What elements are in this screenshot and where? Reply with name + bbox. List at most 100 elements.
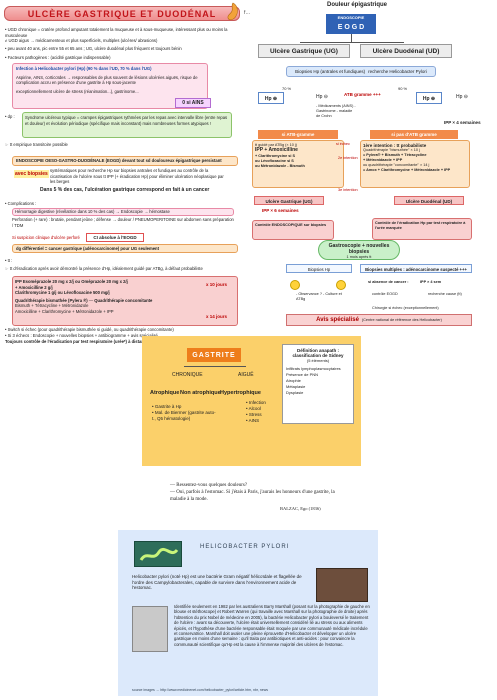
flow-second: 2e intention xyxy=(338,156,358,160)
gastrite-items-left: • Gastrite à Hp • Mal. de Biermer (gastr… xyxy=(152,404,216,421)
tt-amox: + Amoxicilline 2 g/j xyxy=(15,284,53,290)
hp-source: source images → http://www.medicinenet.c… xyxy=(132,688,268,692)
gastrite-atrophique: Atrophique xyxy=(150,390,180,396)
tt-empirique: ☞ tt empirique transitoire possible xyxy=(5,142,68,147)
flow-third: 3e intention xyxy=(338,188,358,192)
gastrite-chronique: CHRONIQUE xyxy=(172,372,203,378)
hp-paragraph1: Helicobacter pylori (noté Hp) est une ba… xyxy=(132,574,302,591)
gastrite-title: GASTRITE xyxy=(187,348,241,362)
tt-quad-label: Quadrithérapie bismuthée (Pylera ®) xyxy=(15,297,88,303)
endoscopie-box: ENDOSCOPIE OESO-GASTRO-DUODÉNALE (EOGD) … xyxy=(12,156,238,166)
tt-duration-10: x 10 jours xyxy=(206,282,228,287)
age-line: • peu avant 40 ans, pic entre 55 et 65 a… xyxy=(5,46,182,51)
sydney-item: Dysplasie xyxy=(286,390,304,395)
tt-ipp: IPP Esoméprazole 20 mg x 2/j ou Oméprazo… xyxy=(15,279,128,284)
flow-recherche-cause: recherche cause (tt) xyxy=(428,292,462,296)
flow-guided: tt guidé par ATBg (× 10 j) xyxy=(255,143,298,147)
flow-medicaments: - Médicaments (AINS) - Gastrinome - mala… xyxy=(316,104,356,118)
flow-atbg: ATB gramme +++ xyxy=(344,92,381,97)
flow-mois: 1 mois après tt xyxy=(346,255,372,259)
ugd-definition: • UGD chronique = cratère profond amputa… xyxy=(5,27,228,38)
flow-hp-minus-right: Hp ⊖ xyxy=(456,94,468,100)
flow-gastro-text: Gastroscopie + nouvelles biopsies xyxy=(328,243,390,255)
flow-amox-clari: = Amox + Clarithromycine + Métronidazole… xyxy=(363,168,451,172)
stomach-icon xyxy=(226,2,240,22)
tt-title: • tt : xyxy=(5,258,13,263)
flow-pylera: = Pylera® + Bismuth + Tétracycline xyxy=(363,153,427,157)
ci-eogd-badge: CI absolue à l'EOGD xyxy=(86,233,144,242)
tt-bismuth: Bismuth + Tétracycline + Métronidazole xyxy=(15,303,89,309)
sydney-title: Définition anapath : classification de S… xyxy=(292,348,344,358)
flow-adenocarcinome: Biopsies multiples : adénocarcinome susp… xyxy=(360,264,472,273)
hp-title: HELICOBACTER PYLORI xyxy=(200,544,290,550)
flow-ug: Ulcère Gastrique (UG) xyxy=(258,44,350,58)
flow-si-pas-atbg: si pas d'ATB gramme xyxy=(370,130,458,139)
flow-connector xyxy=(351,34,352,42)
flow-douleur: Douleur épigastrique xyxy=(326,2,387,8)
flow-chirurgie: Chirurgie si échec (exceptionnellement) xyxy=(372,306,439,310)
flow-pct90: 90 % xyxy=(398,86,408,91)
flow-echec: si échec xyxy=(336,142,350,146)
factor-exception: exceptionnellement ulcère de stress (réa… xyxy=(16,88,139,94)
factor-hp: Infection à Helicobacter pylori (Hp) (90… xyxy=(16,66,152,71)
factors-box: Infection à Helicobacter pylori (Hp) (90… xyxy=(12,63,208,109)
flow-probabiliste-box: 1ère intention : tt probabiliste Quadrit… xyxy=(360,140,470,188)
flow-hp-plus-right: Hp ⊕ xyxy=(416,92,442,104)
factors-title: • Facteurs pathogènes : (acidité gastriq… xyxy=(5,55,111,60)
flow-ipp-amox: IPP + Amoxicilline xyxy=(255,147,298,153)
tt-switch: • Switch si échec (pour quadrithérapie b… xyxy=(5,327,174,332)
flow-quad-bismuth: Quadrithérapie "bismuthée" × 10 j xyxy=(363,148,420,152)
gastrite-non-atrophique: Non atrophique xyxy=(180,390,221,396)
flow-pct70: 70 % xyxy=(282,86,292,91)
flow-ctrl-ug: Contrôle ENDOSCOPIQUE sur biopsies xyxy=(252,220,334,240)
flow-or-concomitante: ou quadrithérapie "concomitante" × 14 j xyxy=(363,163,430,167)
gastrite-hypertrophique: Hypertrophique xyxy=(220,390,261,396)
flow-ug-box: Ulcère Gastrique (UG) xyxy=(254,196,324,205)
sydney-item: Métaplasie xyxy=(286,384,306,389)
factor-aspirin: Aspirine, AINS, corticoïdes → responsabl… xyxy=(16,74,198,86)
flow-biopsies-hp: Biopsies Hp xyxy=(286,264,352,273)
sydney-item: Atrophie xyxy=(286,378,301,383)
flow-biopsies-label: Biopsies Hp (antrales et fundiques) xyxy=(295,69,366,74)
flow-observance: - Observance ? - Culture et ATBg xyxy=(296,292,342,301)
flow-gastroscopie: Gastroscopie + nouvelles biopsies 1 mois… xyxy=(318,240,400,260)
balzac-author: BALZAC, Ego (1836) xyxy=(280,506,321,511)
marshall-warren-photo xyxy=(316,568,368,602)
tt-si3: • Si 3 échecs : Endoscopie + nouvelles b… xyxy=(5,333,158,338)
no-ains-badge: 0 si AINS xyxy=(175,98,211,108)
cancer-line: Dans 5 % des cas, l'ulcération gastrique… xyxy=(40,187,210,193)
marshall-photo xyxy=(132,606,168,652)
sydney-sub: (5 éléments) xyxy=(306,358,330,363)
complications-title: • Complications : xyxy=(5,201,37,206)
flow-ipp-x4: IPP × 4 sem xyxy=(420,280,442,284)
flow-clari: + Clarithromycine si S xyxy=(255,153,295,158)
flow-ipp6: IPP × 6 semaines xyxy=(262,208,299,213)
flow-ud-box: Ulcère Duodénal (UD) xyxy=(394,196,464,205)
flow-recherche-label: recherche Helicobacter Pylori xyxy=(368,69,427,74)
tt-control: Toujours contrôle de l'éradication par t… xyxy=(5,339,185,344)
flow-ud: Ulcère Duodénal (UD) xyxy=(360,44,452,58)
dp-label: • dp : xyxy=(5,114,15,119)
comp-stenose: Si suspicion clinique d'ulcère perforé xyxy=(12,235,80,240)
flow-connector xyxy=(300,42,404,43)
flow-avis-sub: (Centre national de référence des Helico… xyxy=(361,317,442,322)
balzac-quote: — Ressentez-vous quelques douleurs? — Ou… xyxy=(170,483,335,502)
page-title: ULCÈRE GASTRIQUE ET DUODÉNAL xyxy=(4,6,240,21)
flow-controle-eogd: contrôle EOGD xyxy=(372,292,398,296)
flow-levo: ou Lévofloxacine si S xyxy=(255,158,294,163)
biopsies-label: avec biopsies xyxy=(14,170,49,178)
bacteria-image xyxy=(134,541,182,567)
flow-avis-label: Avis spécialisé xyxy=(316,317,359,323)
flow-avis: Avis spécialisé (Centre national de réfé… xyxy=(286,314,472,326)
tt-quad2-label: Quadrithérapie concomitante xyxy=(94,297,153,303)
flow-smiley-happy xyxy=(336,280,346,290)
flow-metronidazole: + Métronidazole + IPP xyxy=(363,158,403,162)
sydney-item: Infiltrats lymphoplasmocytaires xyxy=(286,366,341,371)
gastrite-aigue: AIGUË xyxy=(238,372,254,378)
tt-quad: Quadrithérapie bismuthée (Pylera ®) — Qu… xyxy=(15,297,153,303)
tt-amox2: Amoxicilline + Clarithromycine + Métroni… xyxy=(15,308,114,314)
tt-eradication: ☞ tt d'éradication après avoir démontré … xyxy=(5,266,203,271)
flow-biopsies: Biopsies Hp (antrales et fundiques) rech… xyxy=(286,66,436,77)
flow-smiley-sad xyxy=(290,280,300,290)
dg-cancer: dg différentiel = cancer gastrique (adén… xyxy=(12,244,238,253)
